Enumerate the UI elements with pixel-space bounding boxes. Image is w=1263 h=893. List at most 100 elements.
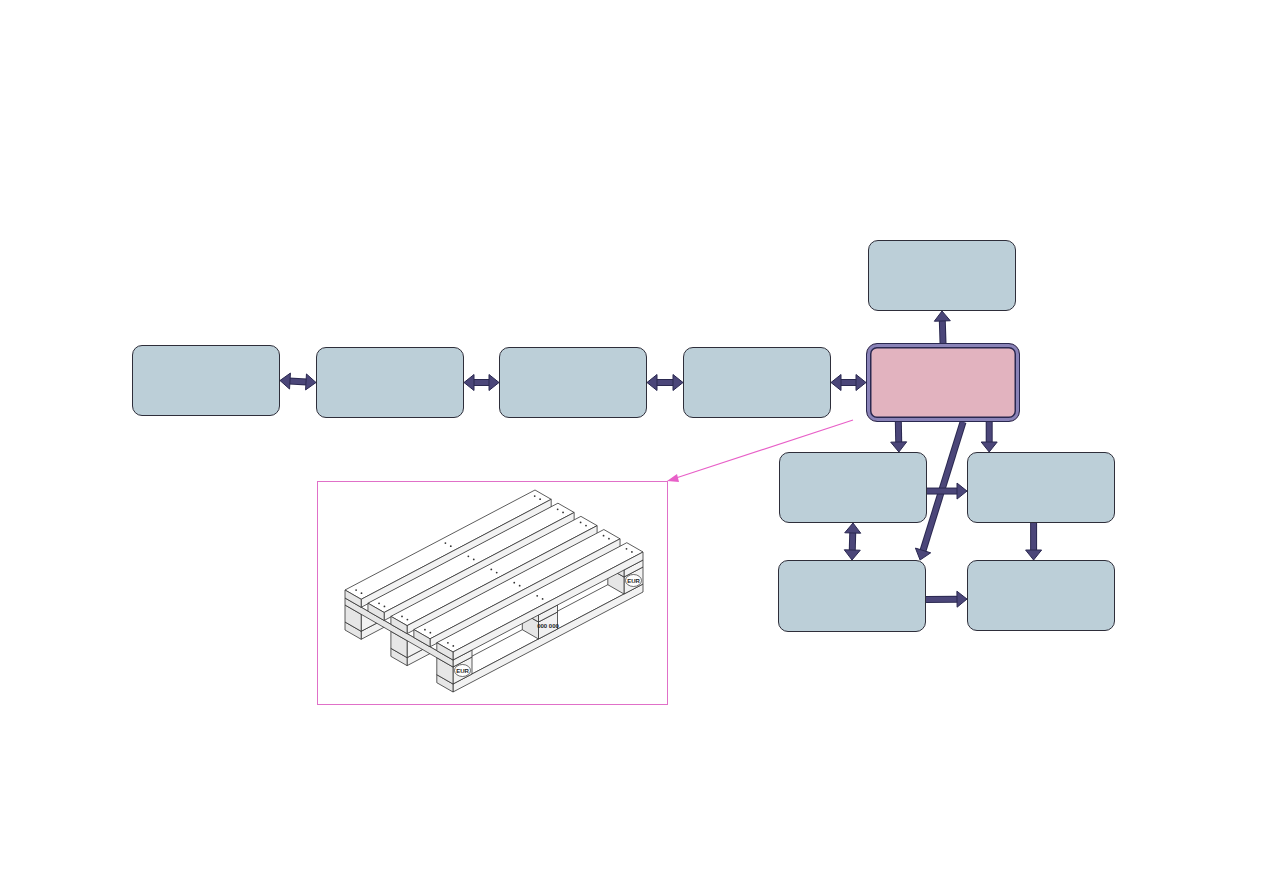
nail-dot (557, 508, 559, 510)
eur-mark (626, 575, 642, 587)
nail-dot (519, 585, 521, 587)
highlighted-box (866, 343, 1020, 422)
nail-dot (445, 542, 447, 544)
arrow-head (845, 523, 861, 533)
process-box (868, 240, 1016, 311)
arrow-shaft-outline (895, 422, 902, 443)
arrow-shaft-outline (1030, 523, 1037, 551)
pallet-part (437, 543, 643, 652)
connector-arrow (926, 591, 967, 607)
connector-arrow (927, 483, 967, 499)
arrow-head (981, 442, 997, 452)
nail-dot (447, 642, 449, 644)
process-box (778, 560, 926, 632)
pallet-part (430, 539, 620, 647)
eur-mark (455, 665, 471, 677)
process-box (499, 347, 647, 418)
pallet-part (391, 616, 407, 633)
nail-dot (429, 632, 431, 634)
arrow-shaft (473, 380, 490, 385)
nail-dot (542, 598, 544, 600)
arrow-head (856, 375, 866, 391)
nail-dot (450, 545, 452, 547)
nail-dot (361, 592, 363, 594)
pallet-part (345, 590, 361, 607)
connector-arrow (647, 375, 683, 391)
arrow-shaft (896, 422, 901, 443)
nail-dot (534, 495, 536, 497)
nail-dot (626, 548, 628, 550)
nail-dot (585, 525, 587, 527)
arrow-shaft-outline (289, 381, 307, 382)
pallet-part (368, 603, 384, 620)
arrow-head (489, 375, 499, 391)
arrow-head (891, 442, 907, 452)
arrow-shaft (927, 489, 958, 494)
arrow-shaft-outline (939, 320, 947, 343)
arrow-shaft (850, 532, 856, 551)
nail-dot (378, 602, 380, 604)
arrow-head (464, 375, 474, 391)
connector-arrow (844, 523, 860, 560)
nail-dot (452, 645, 454, 647)
nail-dot (536, 595, 538, 597)
nail-dot (401, 616, 403, 618)
pallet-part (414, 630, 430, 647)
pallet-drawing (345, 490, 643, 692)
arrow-shaft (656, 380, 674, 385)
nail-dot (496, 572, 498, 574)
arrow-head (915, 548, 930, 560)
nail-dot (608, 538, 610, 540)
process-box (316, 347, 464, 418)
arrow-shaft-outline (926, 596, 958, 603)
arrow-shaft-outline (927, 488, 958, 495)
arrow-shaft-outline (656, 379, 674, 386)
arrow-shaft (940, 320, 946, 343)
arrow-head (280, 373, 290, 389)
pallet-part (453, 552, 643, 660)
connector-arrow (831, 375, 866, 391)
arrow-shaft (926, 597, 958, 602)
connector-arrow (934, 311, 950, 343)
nail-dot (355, 589, 357, 591)
arrow-head (1026, 550, 1042, 560)
arrow-head (306, 374, 316, 390)
nail-dot (562, 511, 564, 513)
arrow-shaft (289, 381, 307, 382)
pallet-marking: EUR (627, 578, 640, 584)
pallet-part (437, 643, 453, 660)
connector-arrow (891, 422, 907, 452)
nail-dot (424, 629, 426, 631)
connector-arrow (464, 375, 499, 391)
process-box (967, 452, 1115, 523)
nail-dot (603, 535, 605, 537)
arrow-head (957, 483, 967, 499)
arrow-head (934, 311, 950, 321)
nail-dot (467, 555, 469, 557)
arrow-head (831, 375, 841, 391)
pallet-marking: EUR (456, 668, 469, 674)
arrow-head (844, 550, 860, 560)
connector-arrow (280, 373, 316, 390)
picture-frame (318, 482, 668, 705)
process-box (132, 345, 280, 416)
arrow-head (673, 375, 683, 391)
arrow-shaft (840, 380, 857, 385)
nail-dot (631, 551, 633, 553)
nail-dot (513, 582, 515, 584)
nail-dot (384, 605, 386, 607)
process-box (967, 560, 1115, 631)
nail-dot (490, 569, 492, 571)
process-box (683, 347, 831, 418)
nail-dot (407, 619, 409, 621)
connector-arrow (1026, 523, 1042, 560)
nail-dot (580, 522, 582, 524)
nail-dot (473, 558, 475, 560)
leader-head (667, 474, 679, 482)
arrow-shaft (987, 422, 992, 443)
arrow-shaft-outline (840, 379, 857, 386)
arrow-shaft (1031, 523, 1036, 551)
